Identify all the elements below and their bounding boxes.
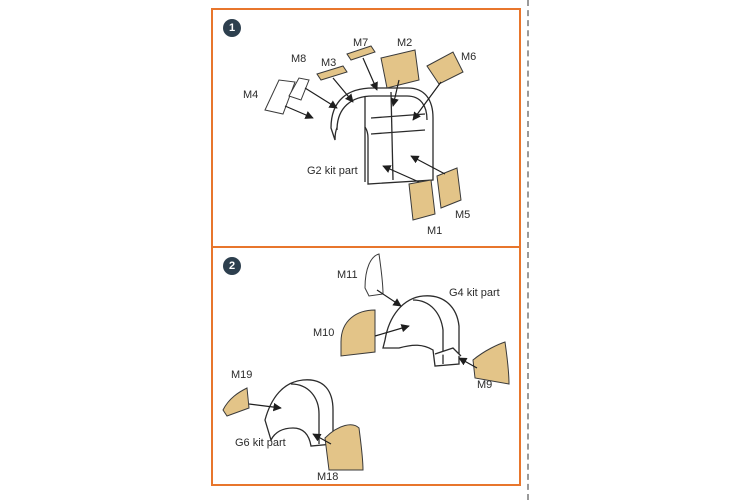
m9-mask — [472, 341, 510, 385]
arrow-m11 — [376, 289, 402, 307]
label-m19: M19 — [231, 369, 252, 381]
m7-mask — [346, 45, 376, 61]
arrow-m1 — [382, 165, 420, 183]
arrow-m10 — [374, 324, 410, 337]
label-m11: M11 — [337, 269, 358, 281]
label-g6-kit-part: G6 kit part — [235, 437, 286, 449]
arrow-m19 — [248, 402, 282, 412]
step-number-badge: 2 — [223, 257, 241, 275]
arrow-m4 — [284, 105, 314, 119]
label-g4-kit-part: G4 kit part — [449, 287, 500, 299]
label-m3: M3 — [321, 57, 336, 69]
arrow-m2 — [390, 79, 400, 107]
arrow-m6 — [412, 81, 442, 121]
m11-film-part — [364, 253, 384, 297]
m5-mask — [436, 167, 462, 209]
m19-mask — [222, 387, 250, 417]
label-m10: M10 — [313, 327, 334, 339]
label-g2-kit-part: G2 kit part — [307, 165, 358, 177]
step-number-badge: 1 — [223, 19, 241, 37]
arrow-m9 — [458, 357, 478, 369]
g2-kit-part — [330, 87, 434, 185]
label-m8: M8 — [291, 53, 306, 65]
arrow-m7 — [362, 57, 378, 91]
cut-line — [527, 0, 529, 500]
label-m18: M18 — [317, 471, 338, 483]
label-m5: M5 — [455, 209, 470, 221]
m8-film-part — [288, 77, 310, 101]
m2-mask — [380, 49, 420, 89]
label-m7: M7 — [353, 37, 368, 49]
m10-mask — [340, 309, 376, 357]
arrow-m3 — [332, 77, 354, 103]
step-1-illustration: M8 M3 M7 M2 M6 M4 G2 kit part M5 M1 — [243, 37, 476, 237]
step-1-panel: 1 — [211, 8, 521, 248]
m1-mask — [408, 179, 436, 221]
m18-mask — [324, 424, 364, 471]
m4-film-part — [264, 79, 296, 115]
m6-mask — [426, 51, 464, 85]
label-m4: M4 — [243, 89, 258, 101]
label-m6: M6 — [461, 51, 476, 63]
m3-mask — [316, 65, 348, 81]
arrow-m18 — [312, 433, 332, 445]
step-2-illustration: M11 G4 kit part M10 M9 M19 G6 kit part M… — [222, 253, 510, 483]
label-m9: M9 — [477, 379, 492, 391]
g4-kit-part — [382, 295, 462, 367]
label-m2: M2 — [397, 37, 412, 49]
label-m1: M1 — [427, 225, 442, 237]
step-2-panel: 2 M11 — [211, 246, 521, 486]
arrow-m8 — [304, 87, 338, 109]
arrow-m5 — [410, 155, 446, 175]
g6-kit-part — [264, 379, 334, 447]
